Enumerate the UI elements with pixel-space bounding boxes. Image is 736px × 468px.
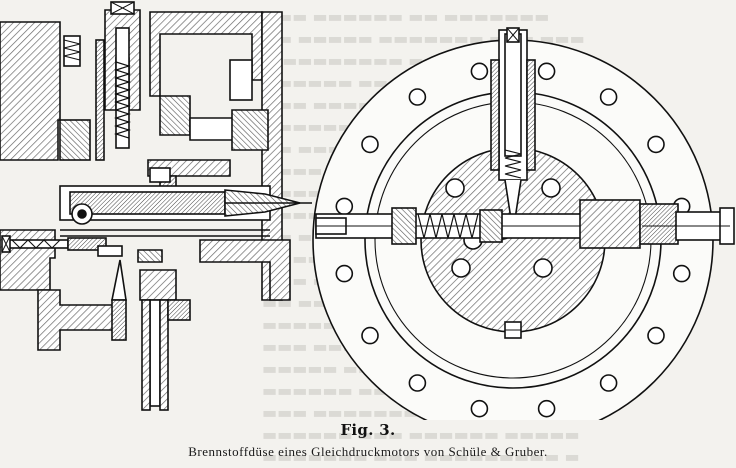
bolt-hole [537,62,556,81]
bolt-hole [537,399,556,418]
bolt-hole [361,135,379,154]
flange-front-view [312,27,735,420]
section-view [0,1,312,411]
bolt-hole [599,88,618,106]
bolt-hole [361,326,379,345]
bolt-hole [335,264,354,283]
bolt-hole [599,374,618,392]
screw-hole [445,178,465,198]
technical-drawing [0,1,735,420]
bolt-hole [470,62,489,81]
bolt-hole [647,135,665,154]
bolt-hole [647,326,665,345]
bolt-hole [408,88,427,106]
bolt-hole [335,197,354,216]
screw-hole [533,258,553,278]
bolt-hole [408,374,427,392]
figure-number: Fig. 3. [340,421,396,439]
screw-hole [541,178,561,198]
bolt-hole [470,399,489,418]
figure-caption: Brennstoffdüse eines Gleichdruckmotors v… [188,444,548,459]
bolt-hole [672,264,691,283]
screw-hole [451,258,471,278]
